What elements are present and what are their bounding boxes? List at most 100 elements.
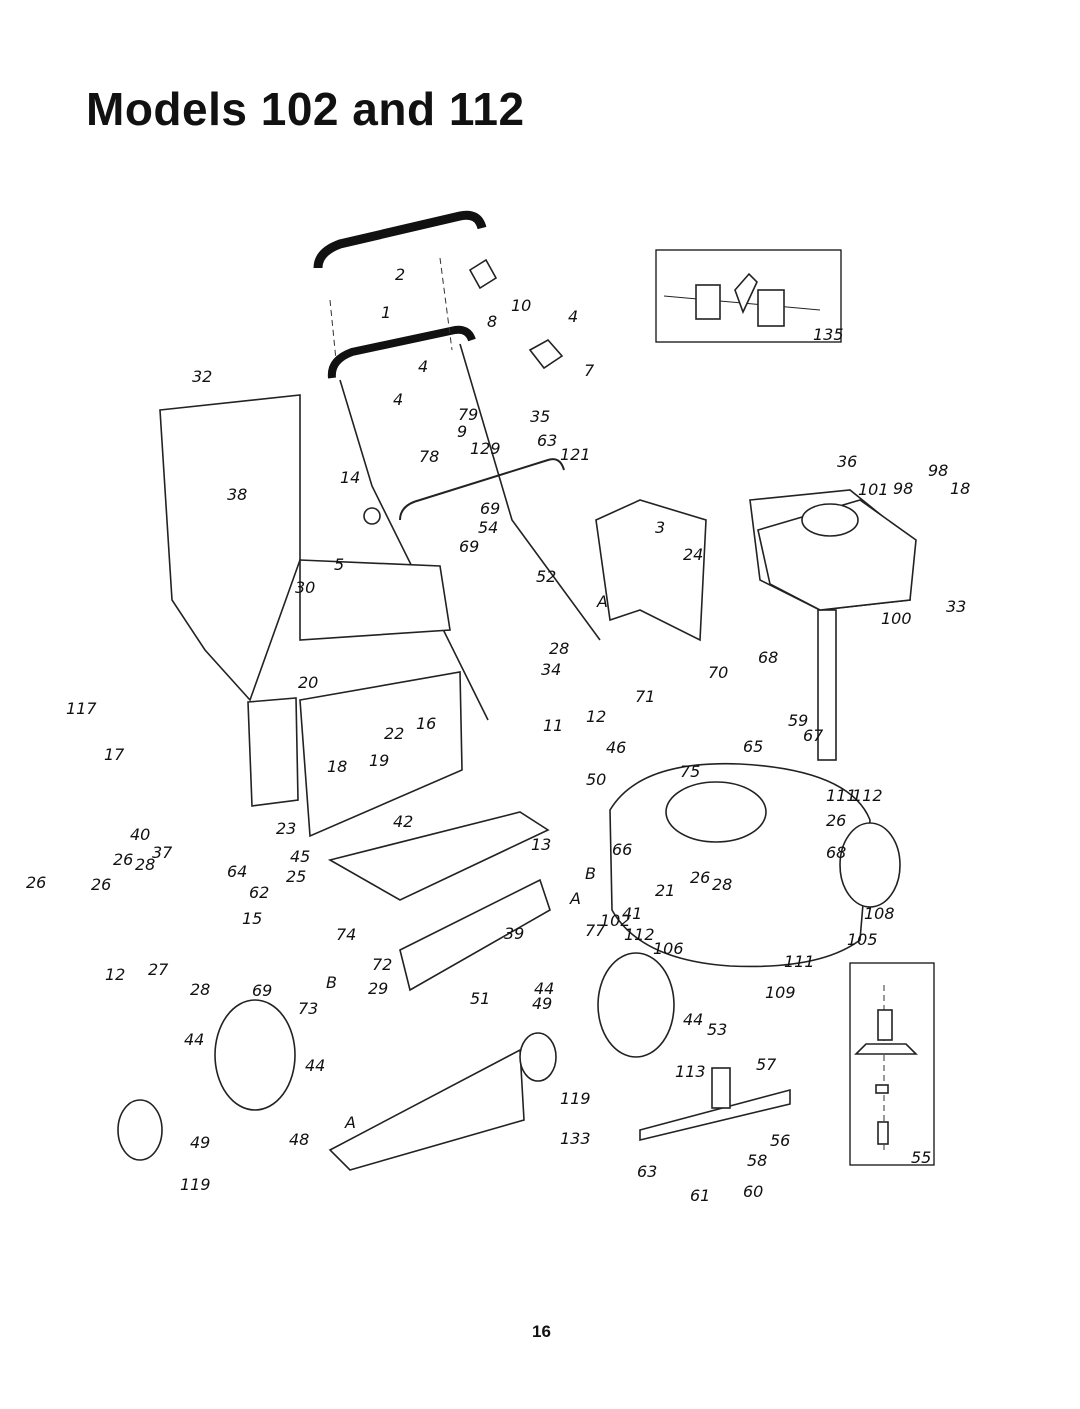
callout-label: 34 xyxy=(541,660,561,679)
callout-label: 64 xyxy=(227,862,247,881)
callout-label: 33 xyxy=(946,597,966,616)
callout-label: 26 xyxy=(826,811,846,830)
callout-label: 72 xyxy=(372,955,392,974)
callout-label: 68 xyxy=(826,843,846,862)
callout-label: 26 xyxy=(26,873,46,892)
callout-label: 9 xyxy=(457,422,467,441)
callout-label: 111 xyxy=(784,952,815,971)
callout-label: 18 xyxy=(327,757,347,776)
callout-label: 53 xyxy=(707,1020,727,1039)
callout-label: 60 xyxy=(743,1182,763,1201)
callout-label: 69 xyxy=(480,499,500,518)
callout-label: 45 xyxy=(290,847,310,866)
callout-label: 112 xyxy=(852,786,883,805)
callout-label: 40 xyxy=(130,825,150,844)
callout-label: 109 xyxy=(765,983,796,1002)
callout-label: 55 xyxy=(911,1148,931,1167)
callout-label: 98 xyxy=(893,479,913,498)
callout-label: 44 xyxy=(305,1056,325,1075)
callout-label: 28 xyxy=(190,980,210,999)
callout-label: 56 xyxy=(770,1131,790,1150)
callout-label: 61 xyxy=(690,1186,710,1205)
callout-label: 44 xyxy=(184,1030,204,1049)
callout-label: 102 xyxy=(600,911,631,930)
callout-label: 49 xyxy=(190,1133,210,1152)
callout-label: 108 xyxy=(864,904,895,923)
callout-label: 67 xyxy=(803,726,824,745)
callout-label: B xyxy=(585,864,596,883)
callout-label: 119 xyxy=(180,1175,211,1194)
callout-label: 50 xyxy=(586,770,606,789)
callout-label: 20 xyxy=(298,673,318,692)
callout-label: 44 xyxy=(683,1010,703,1029)
callout-label: 8 xyxy=(487,312,497,331)
page-title: Models 102 and 112 xyxy=(86,83,525,135)
callout-label: 2 xyxy=(395,265,405,284)
callout-label: 17 xyxy=(104,745,125,764)
callout-label: 135 xyxy=(813,325,844,344)
callout-label: 66 xyxy=(612,840,632,859)
callout-label: 63 xyxy=(537,431,557,450)
callout-label: 37 xyxy=(152,843,173,862)
callout-label: 112 xyxy=(624,925,655,944)
page-number: 16 xyxy=(532,1322,551,1341)
callout-label: 101 xyxy=(858,480,889,499)
engine xyxy=(757,499,917,611)
callout-label: 68 xyxy=(758,648,778,667)
callout-label: 13 xyxy=(531,835,551,854)
callout-label: 113 xyxy=(675,1062,706,1081)
callout-label: 119 xyxy=(560,1089,591,1108)
callout-label: 4 xyxy=(393,390,403,409)
callout-label: 19 xyxy=(369,751,389,770)
callout-label: A xyxy=(344,1113,356,1132)
callout-label: 106 xyxy=(653,939,684,958)
callout-label: 36 xyxy=(837,452,857,471)
callout-label: 28 xyxy=(712,875,732,894)
callout-label: 69 xyxy=(459,537,479,556)
callout-label: 79 xyxy=(458,405,478,424)
handle-assembly xyxy=(313,210,601,721)
callout-label: 65 xyxy=(743,737,763,756)
callout-label: 25 xyxy=(286,867,306,886)
callout-label: 41 xyxy=(622,904,642,923)
callout-label: 58 xyxy=(747,1151,767,1170)
callout-label: 73 xyxy=(298,999,318,1018)
wheels xyxy=(117,822,901,1161)
callout-label: 27 xyxy=(148,960,169,979)
callout-label: 48 xyxy=(289,1130,309,1149)
callout-label: 16 xyxy=(416,714,436,733)
callout-label: 21 xyxy=(655,881,675,900)
callout-label: 49 xyxy=(532,994,552,1013)
callout-label: 18 xyxy=(950,479,970,498)
callout-label: 12 xyxy=(586,707,606,726)
callout-label: 30 xyxy=(295,578,315,597)
callout-label: 11 xyxy=(543,716,563,735)
callout-label: 23 xyxy=(276,819,296,838)
callout-label: 71 xyxy=(635,687,655,706)
callout-label: 57 xyxy=(756,1055,777,1074)
callout-label: 26 xyxy=(91,875,111,894)
inset-box-55 xyxy=(849,962,935,1166)
callout-label: 12 xyxy=(105,965,125,984)
callout-label: 1 xyxy=(381,303,391,322)
callout-label: 75 xyxy=(680,762,700,781)
callout-label: 100 xyxy=(881,609,912,628)
callout-label: 26 xyxy=(113,850,133,869)
callout-label: 14 xyxy=(340,468,360,487)
callout-label: 32 xyxy=(192,367,212,386)
callout-label: 4 xyxy=(418,357,428,376)
callout-label: 26 xyxy=(690,868,710,887)
callout-label: 129 xyxy=(470,439,501,458)
grass-bag xyxy=(159,394,463,838)
callout-label: 52 xyxy=(536,567,556,586)
lower-assembly xyxy=(327,811,791,1171)
callout-label: 24 xyxy=(683,545,703,564)
callout-label: 62 xyxy=(249,883,269,902)
callout-label: 39 xyxy=(504,924,524,943)
callout-label: 121 xyxy=(560,445,591,464)
callout-label: 54 xyxy=(478,518,498,537)
callout-label: A xyxy=(596,592,608,611)
callout-label: A xyxy=(569,889,581,908)
callout-label: 35 xyxy=(530,407,550,426)
